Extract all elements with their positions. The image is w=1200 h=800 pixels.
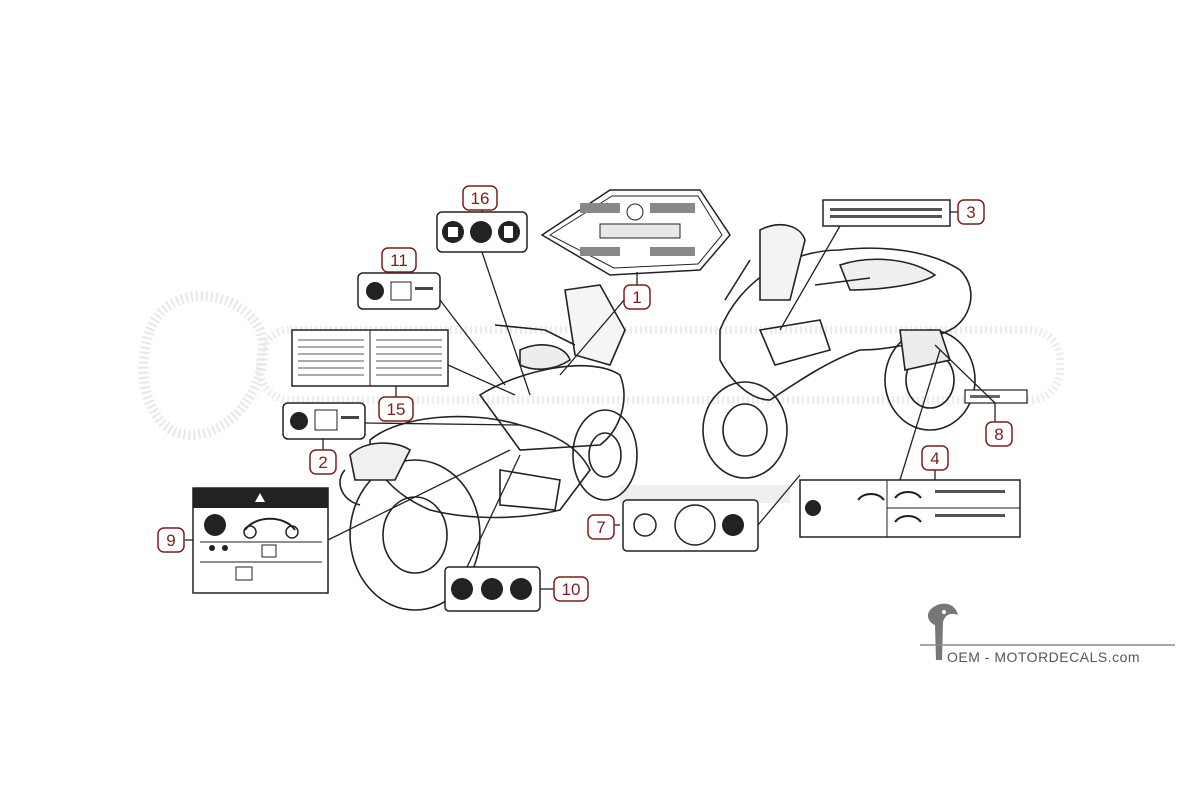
- decal-7-panel: [622, 499, 759, 552]
- person-icon: [209, 545, 215, 551]
- svg-text:7: 7: [596, 518, 605, 537]
- book-icon: [510, 578, 532, 600]
- callout-15: 15: [378, 396, 414, 422]
- decal-15-table: [291, 329, 449, 387]
- svg-text:15: 15: [387, 400, 406, 419]
- callout-8: 8: [985, 421, 1013, 447]
- callout-7: 7: [587, 514, 615, 540]
- brand-logo: OEM - MOTORDECALS.com: [920, 603, 1175, 665]
- watermark: [138, 291, 1064, 503]
- decal-8-strip: [964, 389, 1028, 404]
- book-icon: [366, 282, 384, 300]
- callout-3: 3: [957, 199, 985, 225]
- svg-text:2: 2: [318, 453, 327, 472]
- decal-1-badge: [540, 189, 731, 276]
- bird-logo-icon: [927, 603, 958, 660]
- callout-9: 9: [157, 527, 185, 553]
- decal-16-panel: [436, 211, 528, 253]
- svg-text:10: 10: [562, 580, 581, 599]
- book-icon: [722, 514, 744, 536]
- callouts: 1 2 3 4 7 8 9 10: [157, 185, 1013, 602]
- callout-1: 1: [623, 284, 651, 310]
- motorcycle-icon: [857, 493, 885, 501]
- decal-4-panel: [799, 479, 1021, 538]
- decal-10-panel: [444, 566, 541, 612]
- decal-2-panel: [282, 402, 366, 440]
- svg-text:3: 3: [966, 203, 975, 222]
- svg-text:1: 1: [632, 288, 641, 307]
- svg-text:11: 11: [390, 251, 408, 270]
- book-icon: [805, 500, 821, 516]
- right-motorcycle: [702, 224, 976, 479]
- book-icon: [204, 514, 226, 536]
- no-flame-icon: [481, 578, 503, 600]
- luggage-icon: [314, 409, 338, 431]
- brand-name: OEM - MOTORDECALS.com: [947, 649, 1140, 665]
- decal-3-strip: [822, 199, 951, 227]
- leader-lines: [185, 205, 996, 590]
- callout-4: 4: [921, 445, 949, 471]
- gauge-icon: [470, 221, 492, 243]
- callout-10: 10: [553, 576, 589, 602]
- book-icon: [290, 412, 308, 430]
- luggage-icon: [390, 281, 412, 301]
- callout-16: 16: [462, 185, 498, 211]
- decal-9-panel: [192, 487, 329, 594]
- decal-11-panel: [357, 272, 441, 310]
- callout-11: 11: [381, 247, 417, 273]
- left-motorcycle: [339, 284, 638, 611]
- svg-text:8: 8: [994, 425, 1003, 444]
- svg-text:16: 16: [471, 189, 490, 208]
- no-smoking-icon: [451, 578, 473, 600]
- svg-text:4: 4: [930, 449, 939, 468]
- callout-2: 2: [309, 449, 337, 475]
- svg-text:9: 9: [166, 531, 175, 550]
